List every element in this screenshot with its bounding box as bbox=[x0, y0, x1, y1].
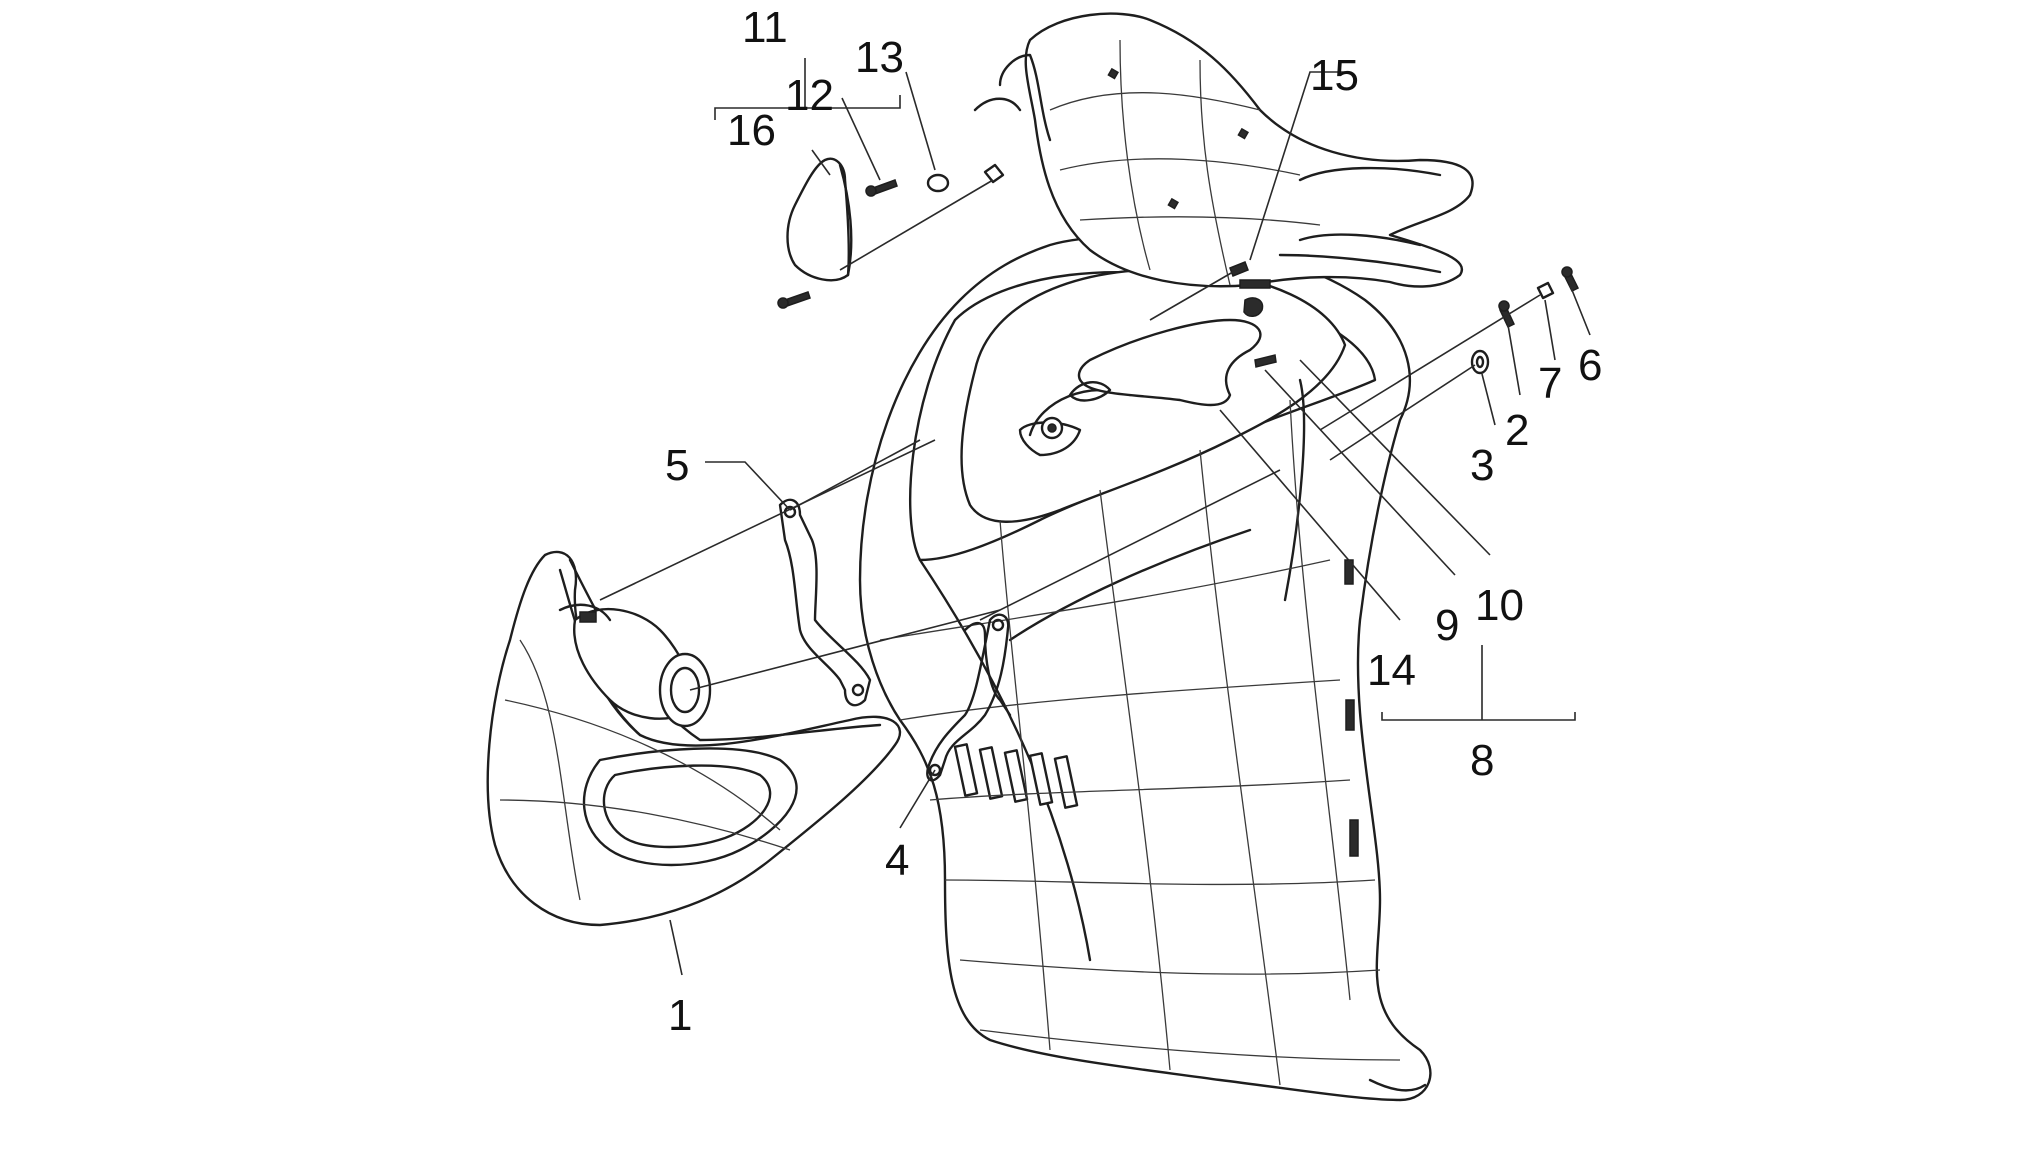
callout-1: 1 bbox=[668, 991, 692, 1040]
callout-6: 6 bbox=[1578, 341, 1602, 390]
callout-11: 11 bbox=[742, 3, 788, 52]
leader-lines bbox=[599, 58, 1591, 976]
callout-8: 8 bbox=[1470, 736, 1494, 785]
callout-12: 12 bbox=[785, 71, 834, 120]
callout-16: 16 bbox=[727, 106, 776, 155]
callout-2: 2 bbox=[1505, 406, 1529, 455]
hardware bbox=[777, 163, 1580, 375]
callout-14: 14 bbox=[1367, 646, 1416, 695]
callout-15: 15 bbox=[1310, 51, 1359, 100]
cover-piece-16 bbox=[786, 157, 853, 282]
inner-dashboard-panel bbox=[1018, 297, 1264, 457]
mounting-bracket-center bbox=[926, 613, 1012, 782]
mounting-bracket-left bbox=[778, 498, 872, 707]
callouts: 1 2 3 4 5 6 7 8 9 10 11 12 13 14 15 16 bbox=[665, 3, 1602, 1040]
handlebar-cover bbox=[973, 12, 1474, 289]
callout-13: 13 bbox=[855, 33, 904, 82]
callout-7: 7 bbox=[1538, 359, 1562, 408]
callout-9: 9 bbox=[1435, 601, 1459, 650]
vent-slots bbox=[953, 743, 1079, 809]
headlight-assembly bbox=[486, 550, 902, 927]
callout-10: 10 bbox=[1475, 581, 1524, 630]
callout-3: 3 bbox=[1470, 441, 1494, 490]
callout-4: 4 bbox=[885, 836, 909, 885]
callout-5: 5 bbox=[665, 441, 689, 490]
